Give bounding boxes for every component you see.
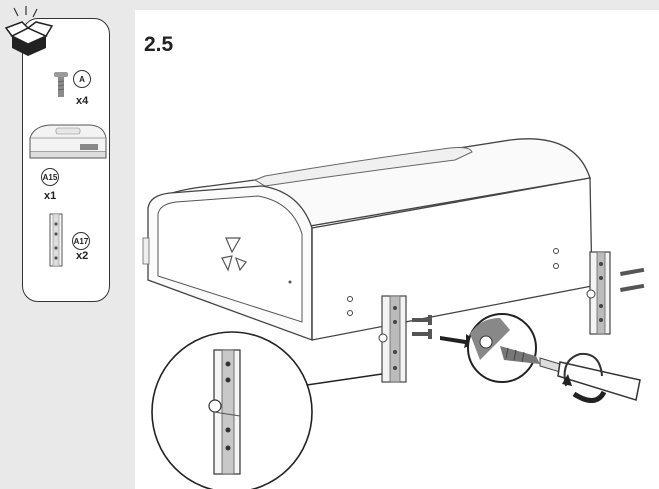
top-band [135, 0, 659, 10]
part-quantity: x1 [44, 190, 57, 202]
parts-list-panel [22, 18, 110, 302]
step-number: 2.5 [144, 33, 174, 56]
part-quantity: x4 [76, 95, 89, 107]
hinge-bracket-icon [586, 251, 611, 335]
screw-icon [54, 72, 68, 97]
dispenser-cover-icon [29, 124, 107, 159]
screwdriver-icon [539, 352, 641, 403]
hinge-bracket-detail-icon [208, 349, 241, 475]
hinge-bracket-icon [378, 295, 407, 383]
part-code-badge: A [73, 70, 91, 88]
part-code-badge: A15 [41, 168, 59, 186]
part-code-badge: A17 [72, 232, 90, 250]
open-box-icon [4, 6, 54, 56]
hinge-bracket-icon [49, 213, 63, 267]
part-quantity: x2 [76, 250, 89, 262]
logo-icon [221, 237, 247, 272]
